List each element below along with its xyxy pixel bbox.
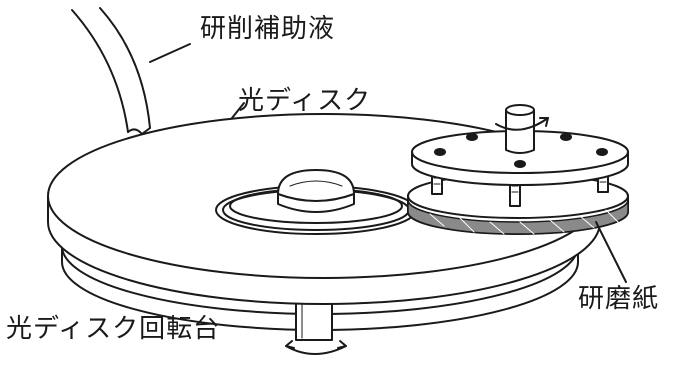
label-abrasive-paper: 研磨紙 xyxy=(578,284,660,314)
label-optical-disc: 光ディスク xyxy=(238,86,372,116)
head-spindle xyxy=(495,104,549,154)
disc-clamp-hub xyxy=(277,169,355,213)
fluid-supply-tube xyxy=(71,7,191,135)
label-polishing-fluid: 研削補助液 xyxy=(200,14,336,44)
label-disc-turntable: 光ディスク回転台 xyxy=(6,314,221,344)
